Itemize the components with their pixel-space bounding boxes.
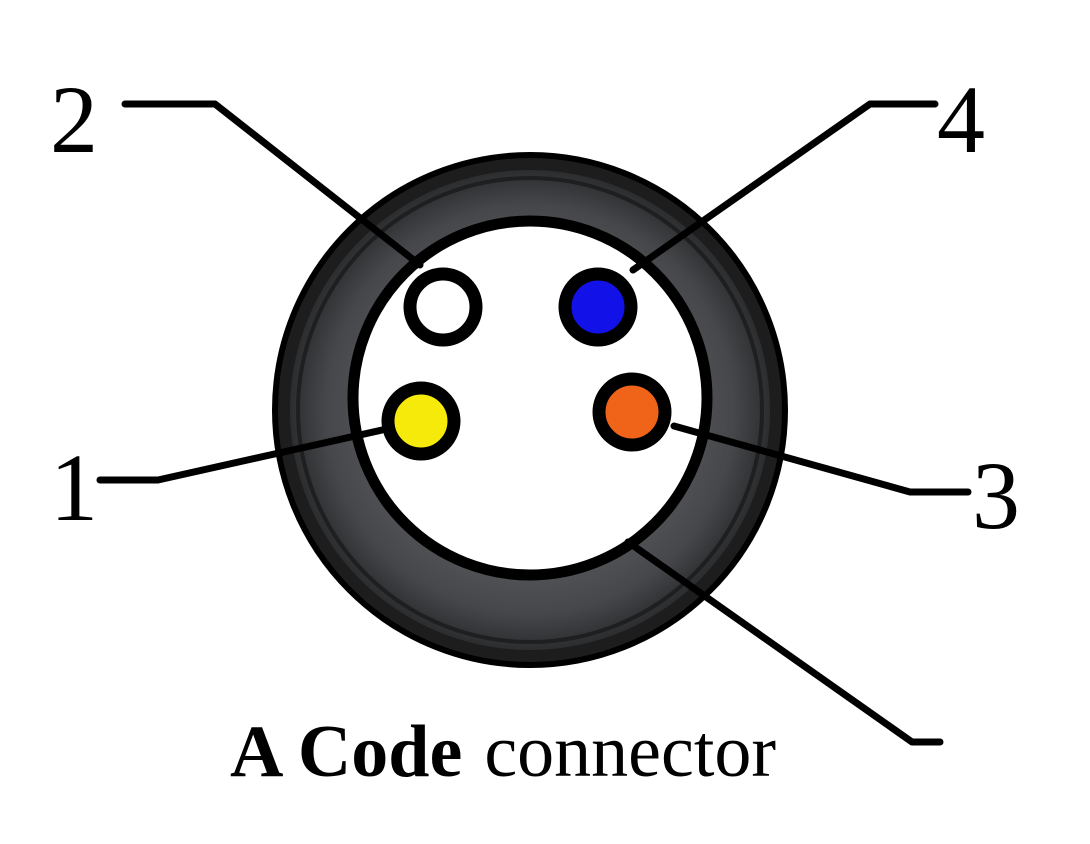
pin-3-orange xyxy=(592,372,672,452)
pin-label-1: 1 xyxy=(50,434,98,541)
pins xyxy=(381,267,672,461)
leader-lines xyxy=(96,100,972,746)
caption-bold-text: A Code xyxy=(230,711,462,793)
leader-line-pin-4 xyxy=(629,100,939,274)
leader-line-pin-1 xyxy=(96,426,386,484)
leader-line-pin-3 xyxy=(670,422,972,496)
pin-labels: 2 4 1 3 xyxy=(50,66,1020,549)
leader-line-caption xyxy=(624,538,944,746)
pin-label-3: 3 xyxy=(972,442,1020,549)
caption-normal-text: connector xyxy=(484,711,776,793)
pin-1-yellow xyxy=(381,381,461,461)
pin-4-blue xyxy=(558,267,638,347)
connector-body xyxy=(272,152,788,668)
connector-inner-edge-ring xyxy=(296,176,764,644)
pin-label-2: 2 xyxy=(50,66,98,173)
pin-label-4: 4 xyxy=(937,66,985,173)
leader-line-pin-2 xyxy=(121,100,424,269)
pin-2-white xyxy=(403,267,483,347)
connector-caption: A Code connector xyxy=(230,711,776,793)
